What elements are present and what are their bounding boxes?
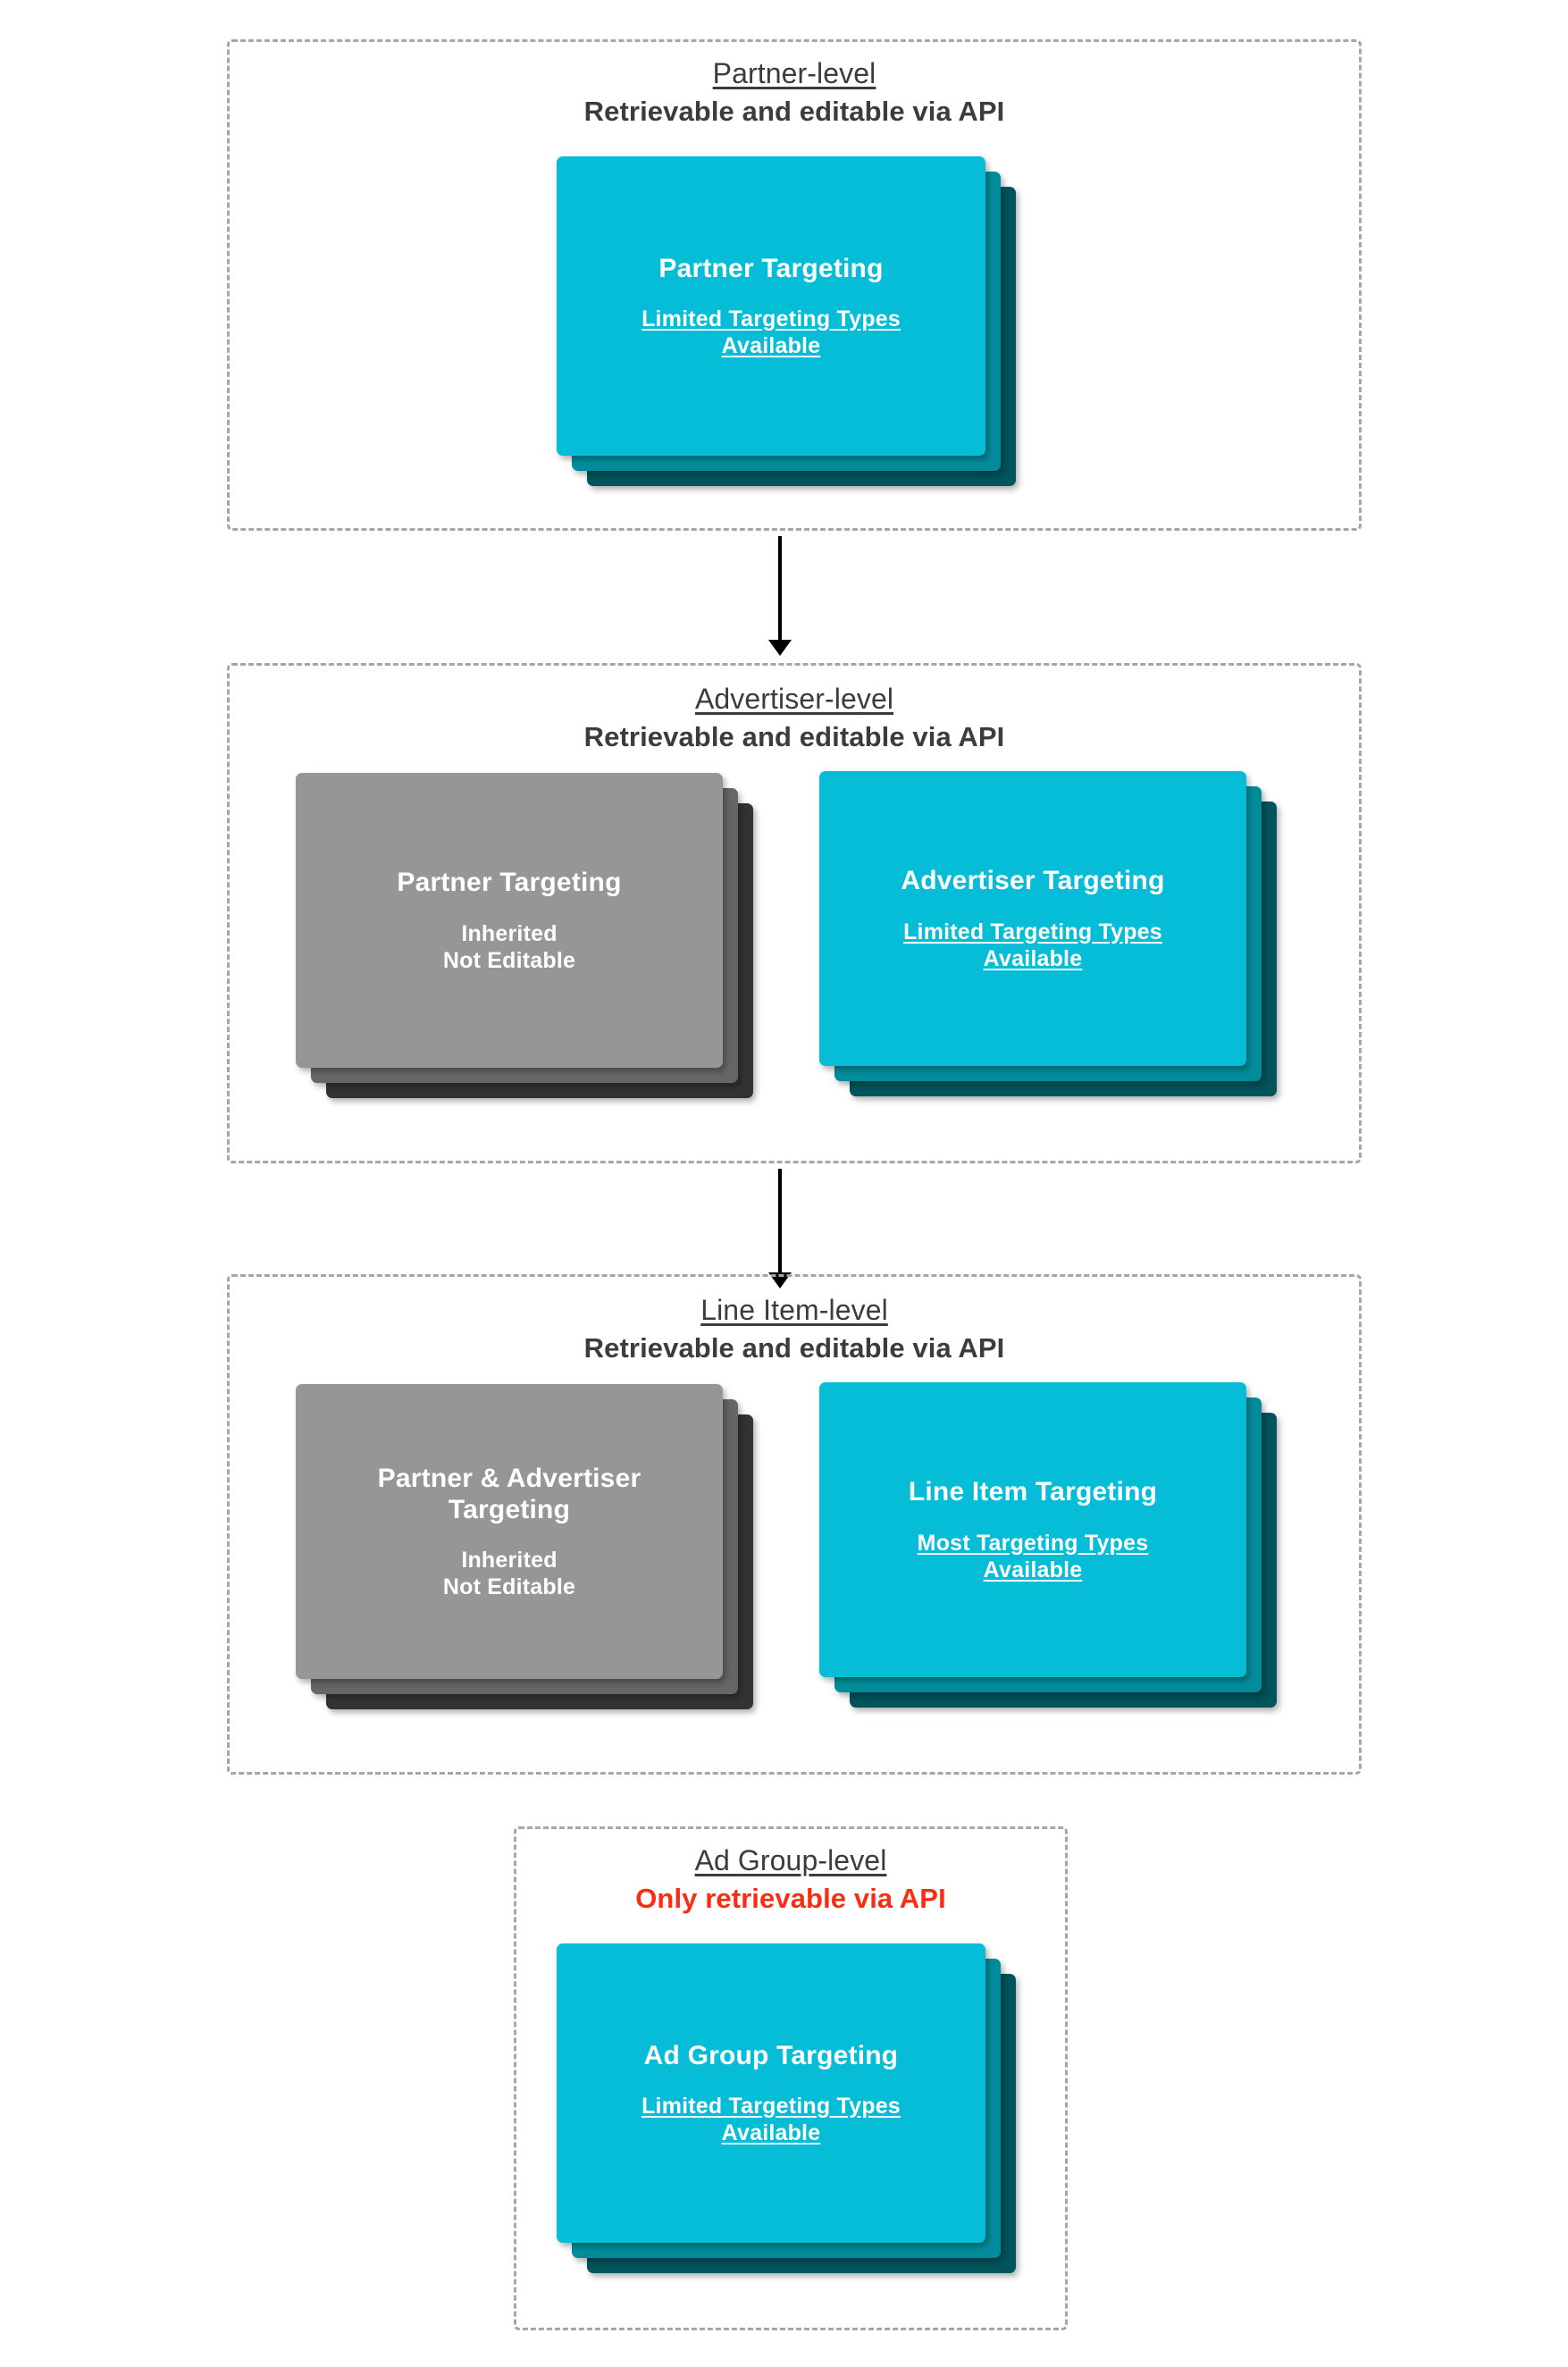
- card-note-line-1: Limited Targeting Types: [641, 306, 901, 332]
- card-note: Inherited Not Editable: [443, 1547, 575, 1600]
- card-stack-partner-targeting[interactable]: Partner Targeting Limited Targeting Type…: [557, 156, 1030, 496]
- arrow-partner-to-advertiser: [763, 536, 797, 656]
- panel-partner-level-header: Partner-level Retrievable and editable v…: [230, 56, 1359, 129]
- arrow-head-icon: [768, 640, 792, 656]
- card-stack-line-item-targeting[interactable]: Line Item Targeting Most Targeting Types…: [819, 1382, 1293, 1731]
- card-advertiser-targeting[interactable]: Advertiser Targeting Limited Targeting T…: [819, 771, 1246, 1066]
- card-note-line-1: Limited Targeting Types: [903, 919, 1162, 944]
- panel-line-item-level: Line Item-level Retrievable and editable…: [227, 1274, 1362, 1775]
- card-title-line-1: Partner & Advertiser: [377, 1463, 641, 1493]
- card-title: Partner Targeting: [397, 868, 622, 898]
- card-title: Partner Targeting: [658, 253, 884, 283]
- card-note: Inherited Not Editable: [443, 920, 575, 974]
- card-note-line-2: Available: [721, 333, 821, 359]
- card-note: Limited Targeting Types Available: [903, 919, 1162, 972]
- panel-advertiser-level-header: Advertiser-level Retrievable and editabl…: [230, 682, 1359, 754]
- card-inherited-partner-advertiser-targeting[interactable]: Partner & Advertiser Targeting Inherited…: [296, 1384, 723, 1679]
- panel-ad-group-level-subtitle: Only retrievable via API: [635, 1883, 946, 1915]
- card-note-line-1: Limited Targeting Types: [641, 2094, 901, 2119]
- card-note-line-1: Inherited: [461, 1548, 558, 1574]
- card-ad-group-targeting[interactable]: Ad Group Targeting Limited Targeting Typ…: [557, 1943, 985, 2243]
- card-note-line-2: Not Editable: [442, 1574, 576, 1600]
- panel-ad-group-level: Ad Group-level Only retrievable via API …: [514, 1826, 1068, 2330]
- card-line-item-targeting[interactable]: Line Item Targeting Most Targeting Types…: [819, 1382, 1246, 1677]
- card-note-line-1: Most Targeting Types: [917, 1530, 1149, 1556]
- panel-ad-group-level-title: Ad Group-level: [694, 1844, 887, 1876]
- card-partner-targeting[interactable]: Partner Targeting Limited Targeting Type…: [557, 156, 985, 456]
- card-stack-inherited-partner-advertiser-targeting[interactable]: Partner & Advertiser Targeting Inherited…: [296, 1384, 769, 1733]
- panel-partner-level-title: Partner-level: [712, 57, 876, 89]
- card-note-line-2: Available: [983, 945, 1083, 971]
- panel-partner-level: Partner-level Retrievable and editable v…: [227, 39, 1362, 531]
- panel-partner-level-subtitle: Retrievable and editable via API: [583, 96, 1005, 128]
- arrow-shaft: [778, 536, 782, 642]
- panel-advertiser-level: Advertiser-level Retrievable and editabl…: [227, 663, 1362, 1163]
- card-title: Ad Group Targeting: [643, 2040, 899, 2070]
- card-note: Limited Targeting Types Available: [641, 2093, 901, 2146]
- card-inherited-partner-targeting[interactable]: Partner Targeting Inherited Not Editable: [296, 773, 723, 1068]
- panel-line-item-level-title: Line Item-level: [700, 1294, 888, 1326]
- card-note-line-2: Available: [983, 1557, 1083, 1582]
- card-title: Advertiser Targeting: [901, 866, 1165, 896]
- panel-advertiser-level-title: Advertiser-level: [694, 683, 894, 715]
- card-note-line-1: Inherited: [461, 920, 558, 946]
- card-note: Limited Targeting Types Available: [641, 306, 901, 359]
- card-stack-inherited-partner-targeting[interactable]: Partner Targeting Inherited Not Editable: [296, 773, 769, 1121]
- card-title-line-2: Targeting: [448, 1495, 571, 1524]
- card-note-line-2: Available: [721, 2120, 821, 2146]
- panel-line-item-level-header: Line Item-level Retrievable and editable…: [230, 1293, 1359, 1365]
- card-note-line-2: Not Editable: [442, 947, 576, 973]
- panel-advertiser-level-subtitle: Retrievable and editable via API: [583, 721, 1005, 753]
- arrow-advertiser-to-line-item: [763, 1169, 797, 1288]
- card-title: Partner & Advertiser Targeting: [378, 1463, 641, 1525]
- panel-line-item-level-subtitle: Retrievable and editable via API: [583, 1332, 1005, 1364]
- panel-ad-group-level-header: Ad Group-level Only retrievable via API: [516, 1843, 1065, 1916]
- arrow-shaft: [778, 1169, 782, 1274]
- card-stack-ad-group-targeting[interactable]: Ad Group Targeting Limited Targeting Typ…: [557, 1943, 1030, 2283]
- card-note: Most Targeting Types Available: [918, 1530, 1149, 1583]
- card-title: Line Item Targeting: [908, 1477, 1158, 1507]
- card-stack-advertiser-targeting[interactable]: Advertiser Targeting Limited Targeting T…: [819, 771, 1293, 1120]
